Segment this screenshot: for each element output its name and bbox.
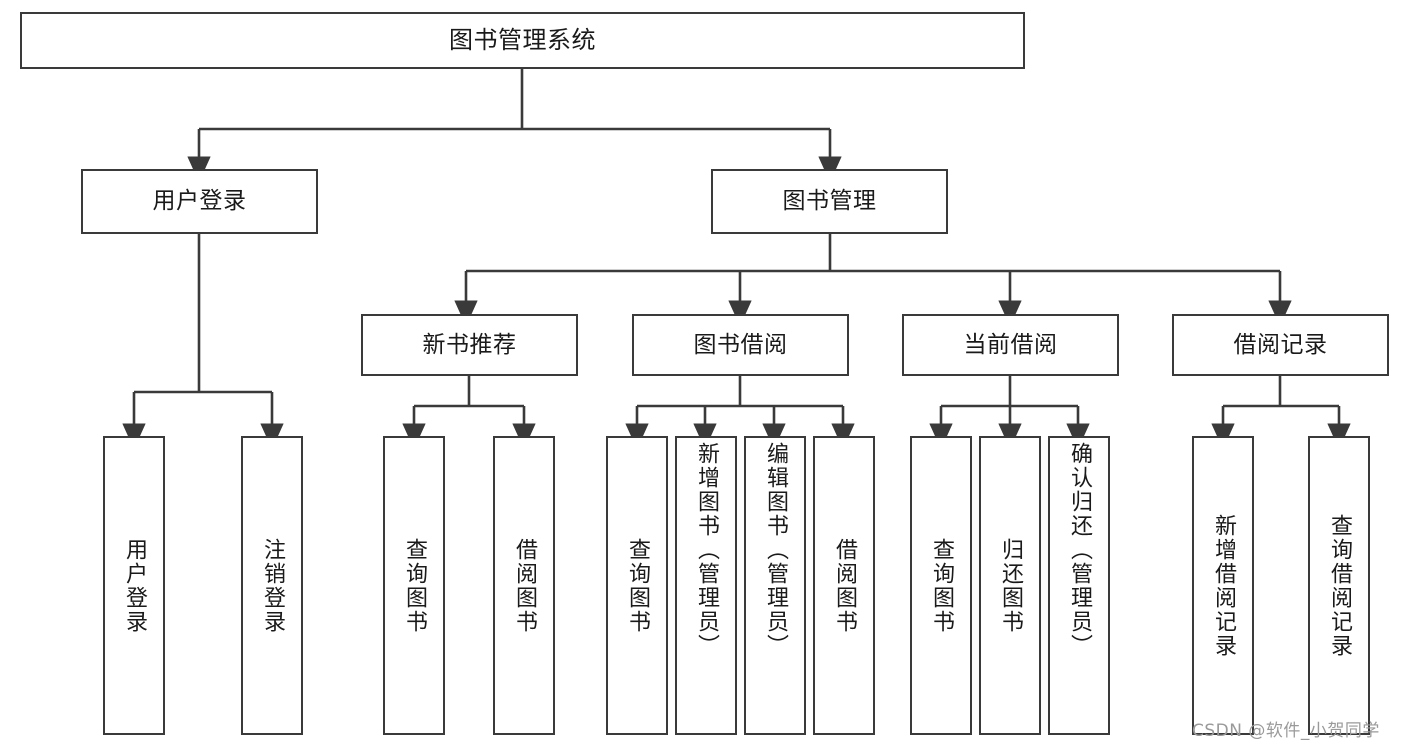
node-root-system[interactable]: 图书管理系统 xyxy=(20,12,1025,69)
node-leaf-borrow-book-1[interactable]: 借阅图书 xyxy=(493,436,555,735)
node-leaf-confirm-return[interactable]: 确认归还（管理员） xyxy=(1048,436,1110,735)
node-book-management-label: 图书管理 xyxy=(782,188,877,215)
node-borrow-record[interactable]: 借阅记录 xyxy=(1172,314,1389,376)
node-leaf-return-book[interactable]: 归还图书 xyxy=(979,436,1041,735)
node-user-login-label: 用户登录 xyxy=(152,188,247,215)
node-leaf-query-book-3[interactable]: 查询图书 xyxy=(910,436,972,735)
node-leaf-query-book-1-label: 查询图书 xyxy=(402,537,427,634)
node-leaf-query-record-label: 查询借阅记录 xyxy=(1327,513,1352,658)
node-leaf-add-record[interactable]: 新增借阅记录 xyxy=(1192,436,1254,735)
csdn-watermark: CSDN @软件_小贺同学 xyxy=(1192,721,1380,741)
node-leaf-add-book-label: 新增图书（管理员） xyxy=(694,442,719,658)
node-leaf-borrow-book-1-label: 借阅图书 xyxy=(512,537,537,634)
node-leaf-confirm-return-label: 确认归还（管理员） xyxy=(1067,442,1092,658)
node-leaf-add-record-label: 新增借阅记录 xyxy=(1211,513,1236,658)
node-leaf-logout-login-label: 注销登录 xyxy=(260,537,285,634)
node-leaf-return-book-label: 归还图书 xyxy=(998,537,1023,634)
node-new-book-recommend[interactable]: 新书推荐 xyxy=(361,314,578,376)
node-book-borrow-label: 图书借阅 xyxy=(693,331,788,358)
node-book-borrow[interactable]: 图书借阅 xyxy=(632,314,849,376)
node-leaf-edit-book-label: 编辑图书（管理员） xyxy=(763,442,788,658)
node-leaf-logout-login[interactable]: 注销登录 xyxy=(241,436,303,735)
node-leaf-query-book-3-label: 查询图书 xyxy=(929,537,954,634)
node-leaf-query-book-1[interactable]: 查询图书 xyxy=(383,436,445,735)
node-leaf-user-login-label: 用户登录 xyxy=(122,537,147,634)
node-leaf-query-record[interactable]: 查询借阅记录 xyxy=(1308,436,1370,735)
node-leaf-add-book[interactable]: 新增图书（管理员） xyxy=(675,436,737,735)
node-new-book-recommend-label: 新书推荐 xyxy=(422,331,517,358)
node-borrow-record-label: 借阅记录 xyxy=(1233,331,1328,358)
node-leaf-query-book-2[interactable]: 查询图书 xyxy=(606,436,668,735)
node-leaf-user-login[interactable]: 用户登录 xyxy=(103,436,165,735)
node-leaf-borrow-book-2[interactable]: 借阅图书 xyxy=(813,436,875,735)
node-leaf-query-book-2-label: 查询图书 xyxy=(625,537,650,634)
node-book-management[interactable]: 图书管理 xyxy=(711,169,948,234)
node-leaf-borrow-book-2-label: 借阅图书 xyxy=(832,537,857,634)
node-root-label: 图书管理系统 xyxy=(449,25,596,54)
node-current-borrow-label: 当前借阅 xyxy=(963,331,1058,358)
node-leaf-edit-book[interactable]: 编辑图书（管理员） xyxy=(744,436,806,735)
node-user-login[interactable]: 用户登录 xyxy=(81,169,318,234)
node-current-borrow[interactable]: 当前借阅 xyxy=(902,314,1119,376)
